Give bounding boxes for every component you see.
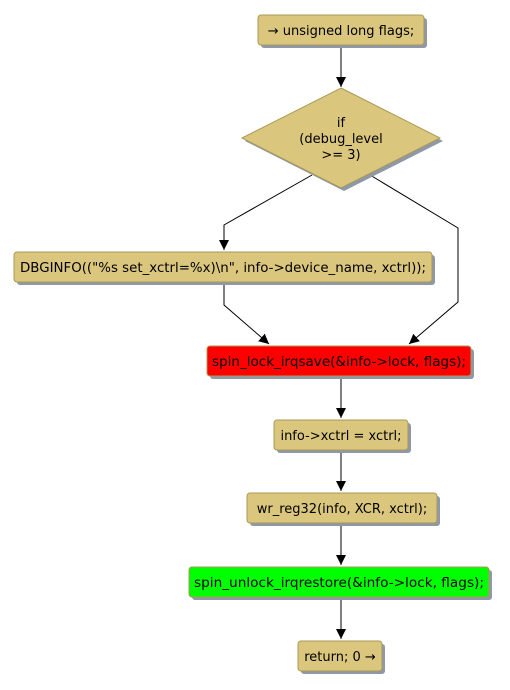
node-start-box bbox=[257, 14, 425, 46]
node-write-reg-box bbox=[246, 492, 438, 524]
node-decision-diamond bbox=[240, 87, 442, 189]
node-unlock: spin_unlock_irqrestore(&info->lock, flag… bbox=[188, 566, 492, 600]
node-start: → unsigned long flags; bbox=[257, 14, 427, 48]
node-lock-label: spin_lock_irqsave(&info->lock, flags); bbox=[212, 355, 466, 370]
node-lock-box bbox=[206, 345, 472, 377]
node-end-label: return; 0 → bbox=[304, 650, 376, 665]
node-decision-line-3: >= 3) bbox=[321, 148, 360, 163]
node-write-reg: wr_reg32(info, XCR, xctrl); bbox=[246, 492, 440, 526]
edge-decision-to-debug-print bbox=[219, 174, 313, 250]
edge-decision-to-lock bbox=[369, 174, 459, 345]
node-assign: info->xctrl = xctrl; bbox=[273, 419, 411, 453]
node-unlock-label: spin_unlock_irqrestore(&info->lock, flag… bbox=[194, 576, 484, 591]
node-write-reg-label: wr_reg32(info, XCR, xctrl); bbox=[257, 502, 428, 517]
edges bbox=[219, 45, 459, 639]
node-assign-box bbox=[273, 419, 409, 451]
node-end: return; 0 → bbox=[297, 640, 385, 674]
edge-debug-print-to-lock bbox=[223, 282, 270, 345]
node-debug-print-label: DBGINFO(("%s set_xctrl=%x)\n", info->dev… bbox=[20, 261, 426, 276]
node-decision-line-1: if bbox=[337, 116, 346, 131]
node-lock: spin_lock_irqsave(&info->lock, flags); bbox=[206, 345, 474, 379]
node-start-label: → unsigned long flags; bbox=[268, 24, 415, 39]
node-unlock-box bbox=[188, 566, 490, 598]
node-decision-line-2: (debug_level bbox=[299, 132, 382, 147]
node-decision: if (debug_level >= 3) bbox=[240, 87, 443, 191]
node-debug-print-box bbox=[13, 251, 433, 283]
node-end-box bbox=[297, 640, 383, 672]
node-debug-print: DBGINFO(("%s set_xctrl=%x)\n", info->dev… bbox=[13, 251, 435, 285]
node-assign-label: info->xctrl = xctrl; bbox=[280, 429, 401, 444]
